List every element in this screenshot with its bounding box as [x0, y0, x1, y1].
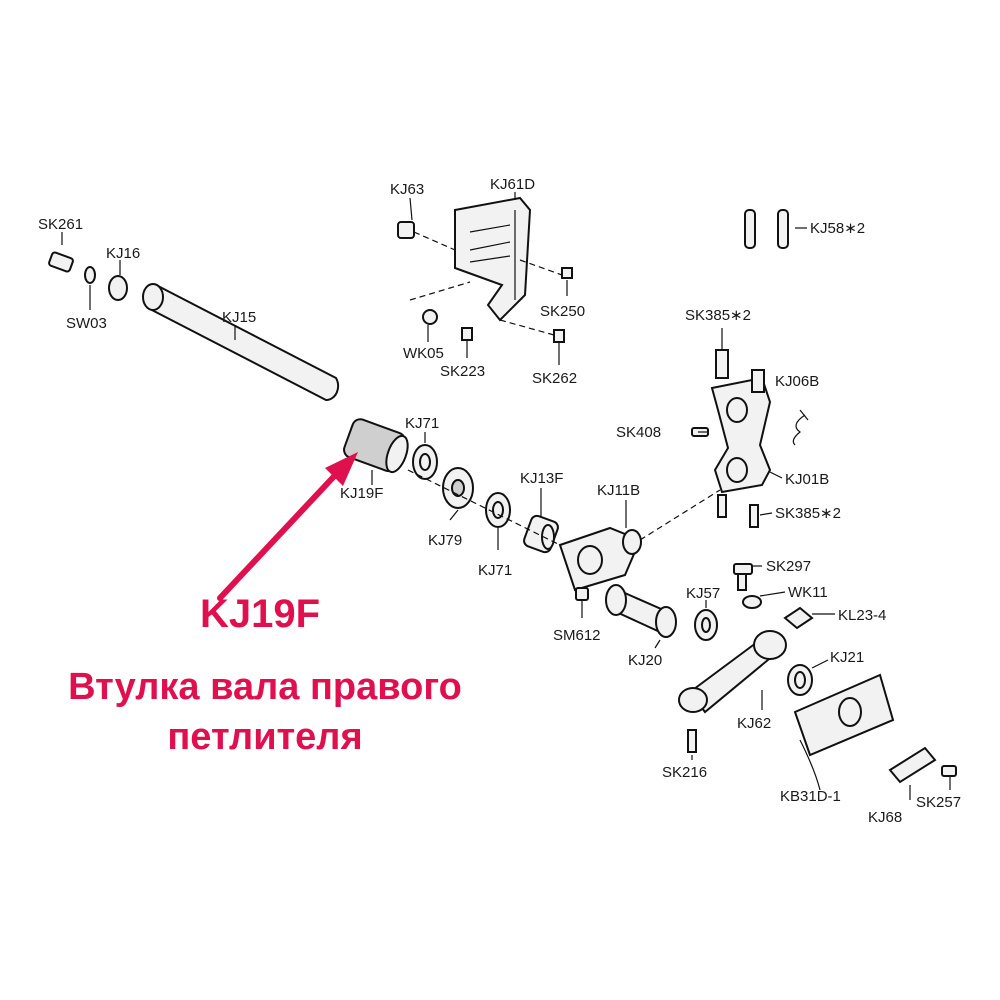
label-kj13f: KJ13F [520, 470, 563, 487]
nut-kj63 [397, 221, 456, 251]
label-kj71-top: KJ71 [405, 415, 439, 432]
shaft-kj15 [142, 283, 340, 402]
screw-sk261 [48, 232, 74, 273]
screw-sk385-top [715, 349, 765, 393]
washer-kj71-bottom [485, 492, 511, 528]
label-sk262: SK262 [532, 370, 577, 387]
bushing-kj19f [343, 418, 409, 474]
screw-sk262 [499, 319, 565, 343]
label-sw03: SW03 [66, 315, 107, 332]
cam-kj79 [442, 467, 474, 509]
lever-kj11b [558, 526, 642, 601]
label-kj71-bottom: KJ71 [478, 562, 512, 579]
washer-sw03 [84, 266, 96, 310]
label-kb31d-1: KB31D-1 [780, 788, 841, 805]
callout-part-description: Втулка вала правого петлителя [68, 666, 462, 758]
label-kj79: KJ79 [428, 532, 462, 549]
plate-kl23-4 [783, 606, 814, 630]
screw-sk250 [519, 259, 573, 279]
label-sk385-top: SK385∗2 [685, 307, 751, 324]
arrow-icon [217, 452, 358, 601]
label-kj58: KJ58∗2 [810, 220, 865, 237]
label-sk408: SK408 [616, 424, 661, 441]
label-kj63: KJ63 [390, 181, 424, 198]
label-kj19f: KJ19F [340, 485, 383, 502]
washer-kj21 [787, 664, 813, 696]
washer-kj71-top [412, 432, 438, 480]
spring-kj06b [792, 414, 806, 446]
label-kj57: KJ57 [686, 585, 720, 602]
label-sk250: SK250 [540, 303, 585, 320]
link-kj62 [678, 630, 787, 714]
label-kj06b: KJ06B [775, 373, 819, 390]
screw-sk297 [733, 563, 753, 591]
label-kj16: KJ16 [106, 245, 140, 262]
bracket-kj61d [454, 196, 532, 322]
pins-kj58 [744, 209, 807, 249]
washer-kj16 [108, 260, 128, 301]
label-kj20: KJ20 [628, 652, 662, 669]
collar-kj13f [523, 514, 559, 554]
label-wk05: WK05 [403, 345, 444, 362]
label-kj11b: KJ11B [597, 482, 640, 499]
label-kj68: KJ68 [868, 809, 902, 826]
label-kl23-4: KL23-4 [838, 607, 886, 624]
label-sk297: SK297 [766, 558, 811, 575]
label-sk385-bottom: SK385∗2 [775, 505, 841, 522]
label-kj62: KJ62 [737, 715, 771, 732]
bushing-kj20 [605, 584, 677, 638]
clamp-kj01b [710, 376, 772, 494]
label-kj61d: KJ61D [490, 176, 535, 193]
label-sk216: SK216 [662, 764, 707, 781]
label-sk223: SK223 [440, 363, 485, 380]
washer-kj57 [694, 609, 718, 641]
screw-sk385-bottom [717, 494, 759, 528]
screw-sk257 [941, 765, 957, 777]
label-sk257: SK257 [916, 794, 961, 811]
washer-wk11 [742, 595, 762, 609]
label-sk261: SK261 [38, 216, 83, 233]
screw-sk216 [687, 729, 697, 753]
clip-kj68 [888, 746, 937, 784]
callout-part-code: KJ19F [200, 592, 321, 636]
label-sm612: SM612 [553, 627, 601, 644]
cover-kb31d-1 [793, 673, 895, 791]
label-wk11: WK11 [788, 584, 828, 601]
washer-wk05 [409, 281, 471, 325]
screw-sk223 [461, 327, 473, 341]
label-kj15: KJ15 [222, 309, 256, 326]
label-kj21: KJ21 [830, 649, 864, 666]
label-kj01b: KJ01B [785, 471, 829, 488]
